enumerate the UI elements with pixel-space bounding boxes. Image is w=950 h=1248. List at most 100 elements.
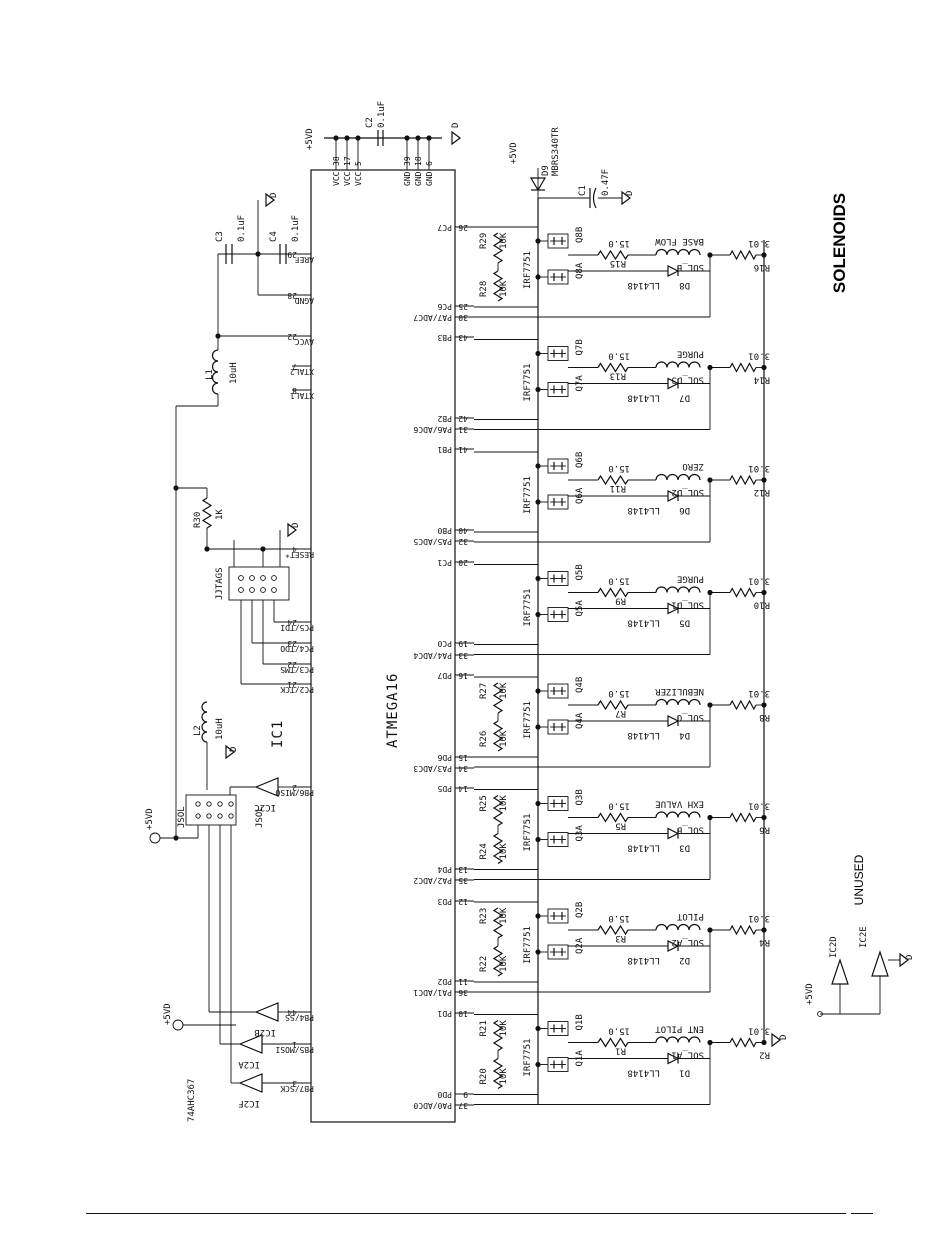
diode-ref: D1 [679,1068,690,1078]
ic1-left-pin-number: 29 [287,250,297,259]
gate-resistor [597,924,629,936]
pulldown-resistor-a [492,720,504,752]
solenoid-ref: SOL_B [677,825,704,835]
mosfet-ref: Q7B [575,339,585,355]
ic1-right-pin-number: 33 [458,651,468,660]
jsol-header [185,794,237,826]
sense-resistor-ref: R6 [759,825,770,835]
gate-resistor-value: 15.0 [608,688,630,698]
drain-junction [535,1061,541,1068]
ic2d-gate [831,958,849,985]
gate-resistor [597,474,629,486]
pulldown-b-value: 10K [499,1020,509,1037]
l1-ref: L1 [205,369,215,380]
buffer-supply-label: +5VD [163,1003,173,1025]
pulldown-resistor-a [492,832,504,865]
c1-plate-b [592,187,597,209]
pulldown-resistor-b [492,682,504,714]
diode-ref: D6 [679,505,690,515]
diode-ref: D8 [679,280,690,290]
jsol-supply-label: +5VD [145,808,155,830]
ic1-top-pin-number: 6 [425,161,434,166]
jsol-pin [195,813,201,819]
d9-value: MBRS340TR [551,127,561,176]
diode-part: LL4148 [627,618,660,628]
ic1-right-pin-number: 34 [458,764,468,773]
diode-symbol [667,490,680,502]
ic1-right-pin-name: PA6/ADC6 [413,425,452,434]
pulldown-a-ref: R24 [479,843,489,859]
pulldown-resistor-a [492,945,504,977]
pulldown-a-ref: R20 [479,1068,489,1084]
gate-resistor-value: 15.0 [608,913,630,923]
sense-resistor-ref: R4 [759,937,770,947]
ic1-right-pin-name: PA7/ADC7 [413,313,452,322]
pulldown-resistor-a [492,1057,504,1090]
mosfet-part: IRF7751 [523,926,533,964]
top-ground-label: D [451,123,461,128]
drain-junction [535,800,541,807]
pulldown-a-ref: R28 [479,281,489,297]
ic1-right-pin-number: 40 [458,526,468,535]
drain-junction [535,611,541,618]
buffer-gate [254,777,279,797]
page-title-text: SOLENOIDS [830,192,849,294]
jtag-pin [271,587,277,593]
sense-junction [761,477,767,483]
jtag-ground-label: D [291,523,301,528]
jtag-pin [260,587,266,593]
mosfet-ref: Q5B [575,564,585,580]
ic1-top-pin-number: 17 [343,156,352,166]
jtag-pin [271,575,277,581]
gate-resistor-value: 15.0 [608,463,630,473]
vcc-junction [415,135,421,141]
ic1-right-pin-name: PA3/ADC3 [413,764,452,773]
pulldown-a-value: 10K [499,843,509,860]
ground-arrow [899,952,909,968]
d9-ref: D9 [541,165,551,176]
solenoid-coil [655,923,701,931]
unused-ground-symbol [899,952,909,968]
ic1-right-pin-name: PC1 [437,558,452,567]
ic1-left-pin-name: PB7/SCK [280,1084,314,1093]
ic1-left-pin-number: 44 [287,1008,297,1017]
ic1-left-pin-name: PC4/TDO [280,644,314,653]
r30-resistor [201,497,213,529]
solenoid-coil [655,811,701,818]
ic1-left-pin-name: PC3/TMS [280,665,314,674]
sense-resistor-ref: R16 [754,262,770,272]
l2-ref: L2 [193,725,203,736]
ic1-right-pin-name: PD7 [437,671,452,680]
ic1-right-pin-number: 10 [458,1009,468,1018]
ic1-right-pin-number: 14 [458,784,468,793]
pulldown-b-ref: R27 [479,683,489,699]
sense-resistor-ref: R12 [754,487,770,497]
mosfet-part: IRF7751 [523,364,533,402]
ic1-right-pin-name: PD4 [437,865,452,874]
mosfet-part: IRF7751 [523,251,533,289]
ic1-left-pin-name: XTAL1 [290,391,314,400]
jsol-ref-b: JSOL [255,806,265,828]
jtag-header [228,566,290,601]
r30-value: 1K [215,509,225,520]
ic1-top-pin-number: 5 [354,161,363,166]
solenoid-ref: SOL_D1 [671,600,704,610]
sense-resistor-value: 3.01 [748,688,770,698]
ic1-right-pin-number: 31 [458,425,468,434]
ic1-right-pin-number: 16 [458,671,468,680]
sense-resistor-value: 3.01 [748,576,770,586]
ic1-left-pin-name: PB5/MOSI [275,1045,314,1054]
ic1-left-pin-name: AGND [295,296,314,305]
gate-resistor-ref: R1 [615,1046,626,1056]
d9-supply-label: +5VD [509,142,519,164]
ic1-right-pin-name: PA0/ADC0 [413,1101,452,1110]
sense-junction [761,364,767,371]
solenoid-label: BASE FLOW [655,236,704,246]
pulldown-b-value: 10K [499,682,509,699]
ic1-part-label: ATMEGA16 [385,673,401,748]
sense-resistor [729,924,757,936]
mosfet-ref: Q6B [575,452,585,468]
mosfet-part: IRF7751 [523,589,533,627]
